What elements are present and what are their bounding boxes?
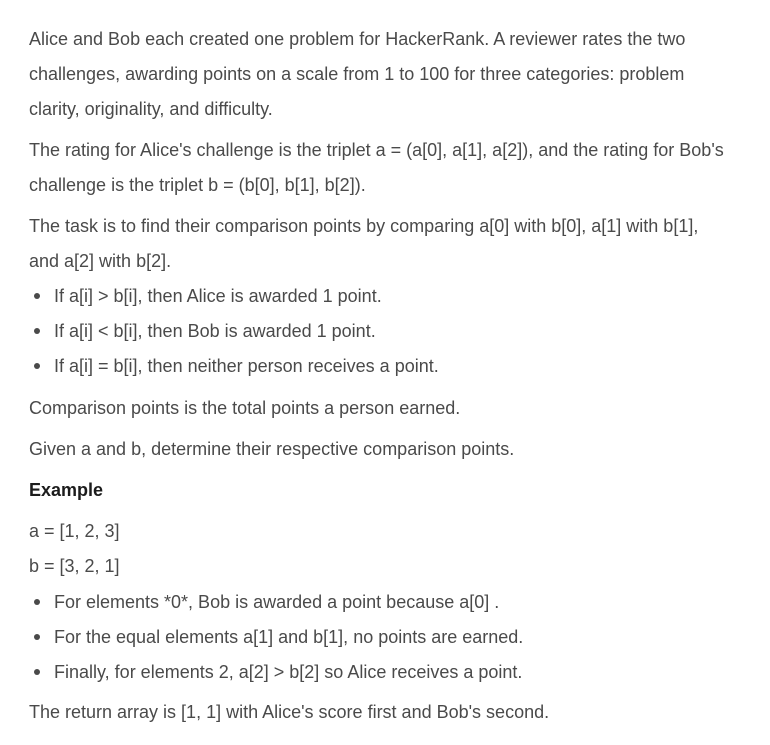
- rating-line-2: challenge is the triplet b = (b[0], b[1]…: [29, 175, 366, 195]
- rule-item-alice: If a[i] > b[i], then Alice is awarded 1 …: [54, 286, 382, 306]
- intro-line-2: challenges, awarding points on a scale f…: [29, 64, 685, 84]
- task-line-2: and a[2] with b[2].: [29, 251, 172, 271]
- bullet-dot: [34, 328, 40, 334]
- intro-line-3: clarity, originality, and difficulty.: [29, 99, 273, 119]
- example-point-2: For the equal elements a[1] and b[1], no…: [54, 627, 524, 647]
- example-b: b = [3, 2, 1]: [29, 556, 120, 576]
- bullet-dot: [34, 293, 40, 299]
- task-line-1: The task is to find their comparison poi…: [29, 216, 699, 236]
- return-statement: The return array is [1, 1] with Alice's …: [29, 702, 550, 722]
- rating-line-1: The rating for Alice's challenge is the …: [29, 140, 724, 160]
- given-statement: Given a and b, determine their respectiv…: [29, 439, 515, 459]
- bullet-dot: [34, 599, 40, 605]
- bullet-dot: [34, 634, 40, 640]
- comparison-definition: Comparison points is the total points a …: [29, 398, 461, 418]
- bullet-dot: [34, 363, 40, 369]
- rule-item-bob: If a[i] < b[i], then Bob is awarded 1 po…: [54, 321, 376, 341]
- example-a: a = [1, 2, 3]: [29, 521, 120, 541]
- example-point-1: For elements *0*, Bob is awarded a point…: [54, 592, 500, 612]
- rule-item-tie: If a[i] = b[i], then neither person rece…: [54, 356, 439, 376]
- example-heading: Example: [29, 480, 104, 500]
- intro-line-1: Alice and Bob each created one problem f…: [29, 29, 686, 49]
- example-point-3: Finally, for elements 2, a[2] > b[2] so …: [54, 662, 523, 682]
- bullet-dot: [34, 669, 40, 675]
